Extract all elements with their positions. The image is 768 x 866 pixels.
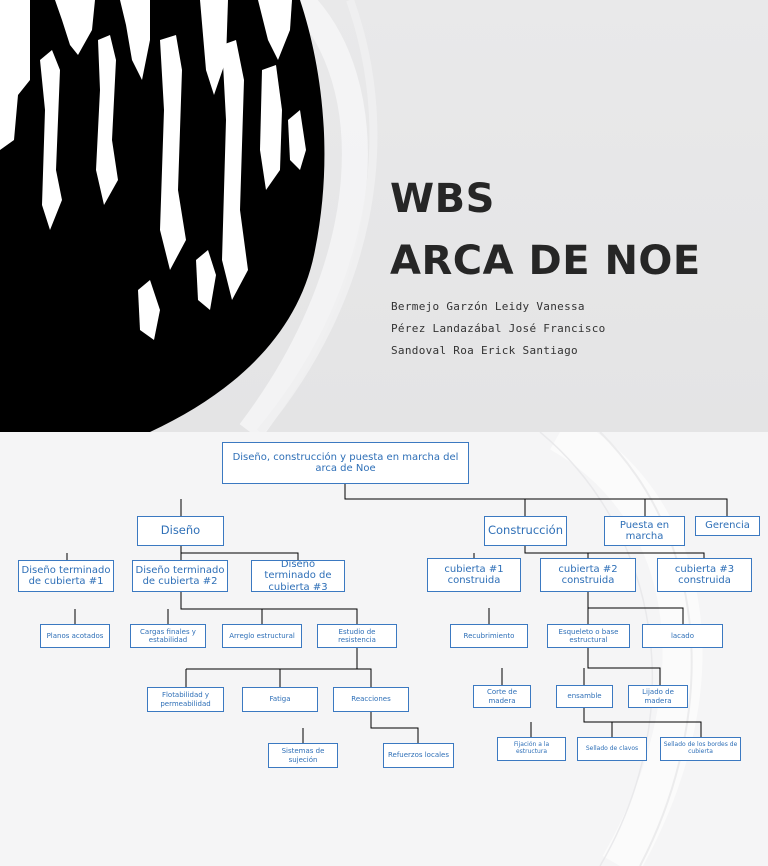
wbs-node-cubierta-3-construida: cubierta #3 construida [657, 558, 752, 592]
wbs-node-sellado-bordes: Sellado de los bordes de cubierta [660, 737, 741, 761]
wbs-node-planos-acotados: Planos acotados [40, 624, 110, 648]
wbs-node-diseno-cubierta-2: Diseño terminado de cubierta #2 [132, 560, 228, 592]
presentation-title: WBS ARCA DE NOE [390, 168, 701, 292]
wbs-node-lijado-madera: Lijado de madera [628, 685, 688, 708]
wbs-node-cubierta-2-construida: cubierta #2 construida [540, 558, 636, 592]
wbs-node-estudio-resistencia: Estudio de resistencia [317, 624, 397, 648]
wbs-node-diseno-cubierta-3: Diseño terminado de cubierta #3 [251, 560, 345, 592]
author-name: Pérez Landazábal José Francisco [391, 322, 606, 335]
wbs-node-sistemas-sujecion: Sistemas de sujeción [268, 743, 338, 768]
author-list: Bermejo Garzón Leidy Vanessa Pérez Landa… [391, 296, 606, 362]
wbs-node-esqueleto: Esqueleto o base estructural [547, 624, 630, 648]
wbs-node-refuerzos-locales: Refuerzos locales [383, 743, 454, 768]
wbs-root-node: Diseño, construcción y puesta en marcha … [222, 442, 469, 484]
wbs-slide: Diseño, construcción y puesta en marcha … [0, 432, 768, 866]
wbs-node-cubierta-1-construida: cubierta #1 construida [427, 558, 521, 592]
wbs-node-construccion: Construcción [484, 516, 567, 546]
wbs-node-fatiga: Fatiga [242, 687, 318, 712]
wbs-node-sellado-clavos: Sellado de clavos [577, 737, 647, 761]
wbs-node-recubrimiento: Recubrimiento [450, 624, 528, 648]
wbs-node-reacciones: Reacciones [333, 687, 409, 712]
title-slide: WBS ARCA DE NOE Bermejo Garzón Leidy Van… [0, 0, 768, 432]
wbs-node-lacado: lacado [642, 624, 723, 648]
wbs-node-fijacion: Fijación a la estructura [497, 737, 566, 761]
wbs-node-ensamble: ensamble [556, 685, 613, 708]
wbs-connectors [66, 484, 728, 743]
wbs-node-flotabilidad: Flotabilidad y permeabilidad [147, 687, 224, 712]
wbs-node-cargas-finales: Cargas finales y estabilidad [130, 624, 206, 648]
wbs-node-gerencia: Gerencia [695, 516, 760, 536]
title-line-2: ARCA DE NOE [390, 238, 701, 284]
wbs-node-diseno-cubierta-1: Diseño terminado de cubierta #1 [18, 560, 114, 592]
title-line-1: WBS [390, 176, 495, 222]
wbs-node-puesta-en-marcha: Puesta en marcha [604, 516, 685, 546]
wbs-node-diseno: Diseño [137, 516, 224, 546]
wbs-node-arreglo-estructural: Arreglo estructural [222, 624, 302, 648]
abstract-wave-artwork [0, 0, 378, 432]
author-name: Bermejo Garzón Leidy Vanessa [391, 300, 585, 313]
author-name: Sandoval Roa Erick Santiago [391, 344, 578, 357]
wbs-node-corte-madera: Corte de madera [473, 685, 531, 708]
